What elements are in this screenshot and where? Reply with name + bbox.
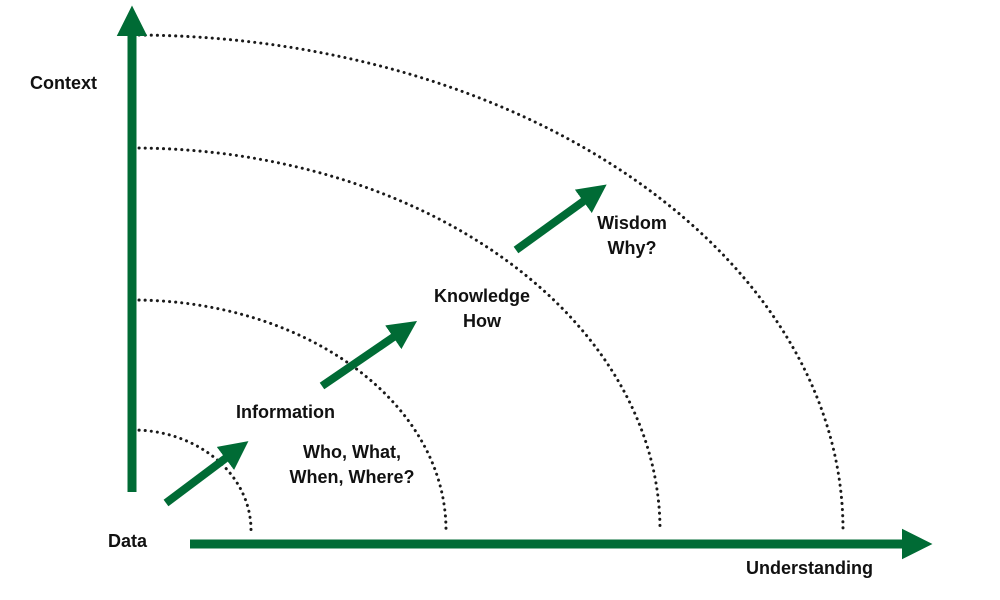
knowledge-arc — [131, 146, 662, 532]
wisdom-question: Why? — [607, 238, 657, 258]
knowledge-to-wisdom-arrow — [513, 184, 607, 254]
knowledge-title: Knowledge — [433, 286, 530, 306]
data-arc — [131, 428, 253, 532]
understanding-axis-label: Understanding — [746, 558, 874, 578]
data-label: Data — [108, 531, 148, 551]
data-to-information-arrow — [163, 441, 249, 507]
information-question-line1: Who, What, — [303, 442, 401, 462]
context-axis-label: Context — [30, 73, 97, 93]
knowledge-block: Knowledge How — [416, 285, 548, 332]
information-questions: Who, What, When, Where? — [272, 441, 432, 488]
information-arc — [131, 298, 448, 532]
wisdom-arc — [131, 33, 845, 532]
knowledge-question: How — [463, 311, 501, 331]
information-to-knowledge-arrow — [319, 320, 418, 390]
information-question-line2: When, Where? — [289, 467, 415, 487]
wisdom-block: Wisdom Why? — [584, 212, 680, 259]
information-title: Information — [236, 402, 335, 422]
wisdom-title: Wisdom — [597, 213, 667, 233]
